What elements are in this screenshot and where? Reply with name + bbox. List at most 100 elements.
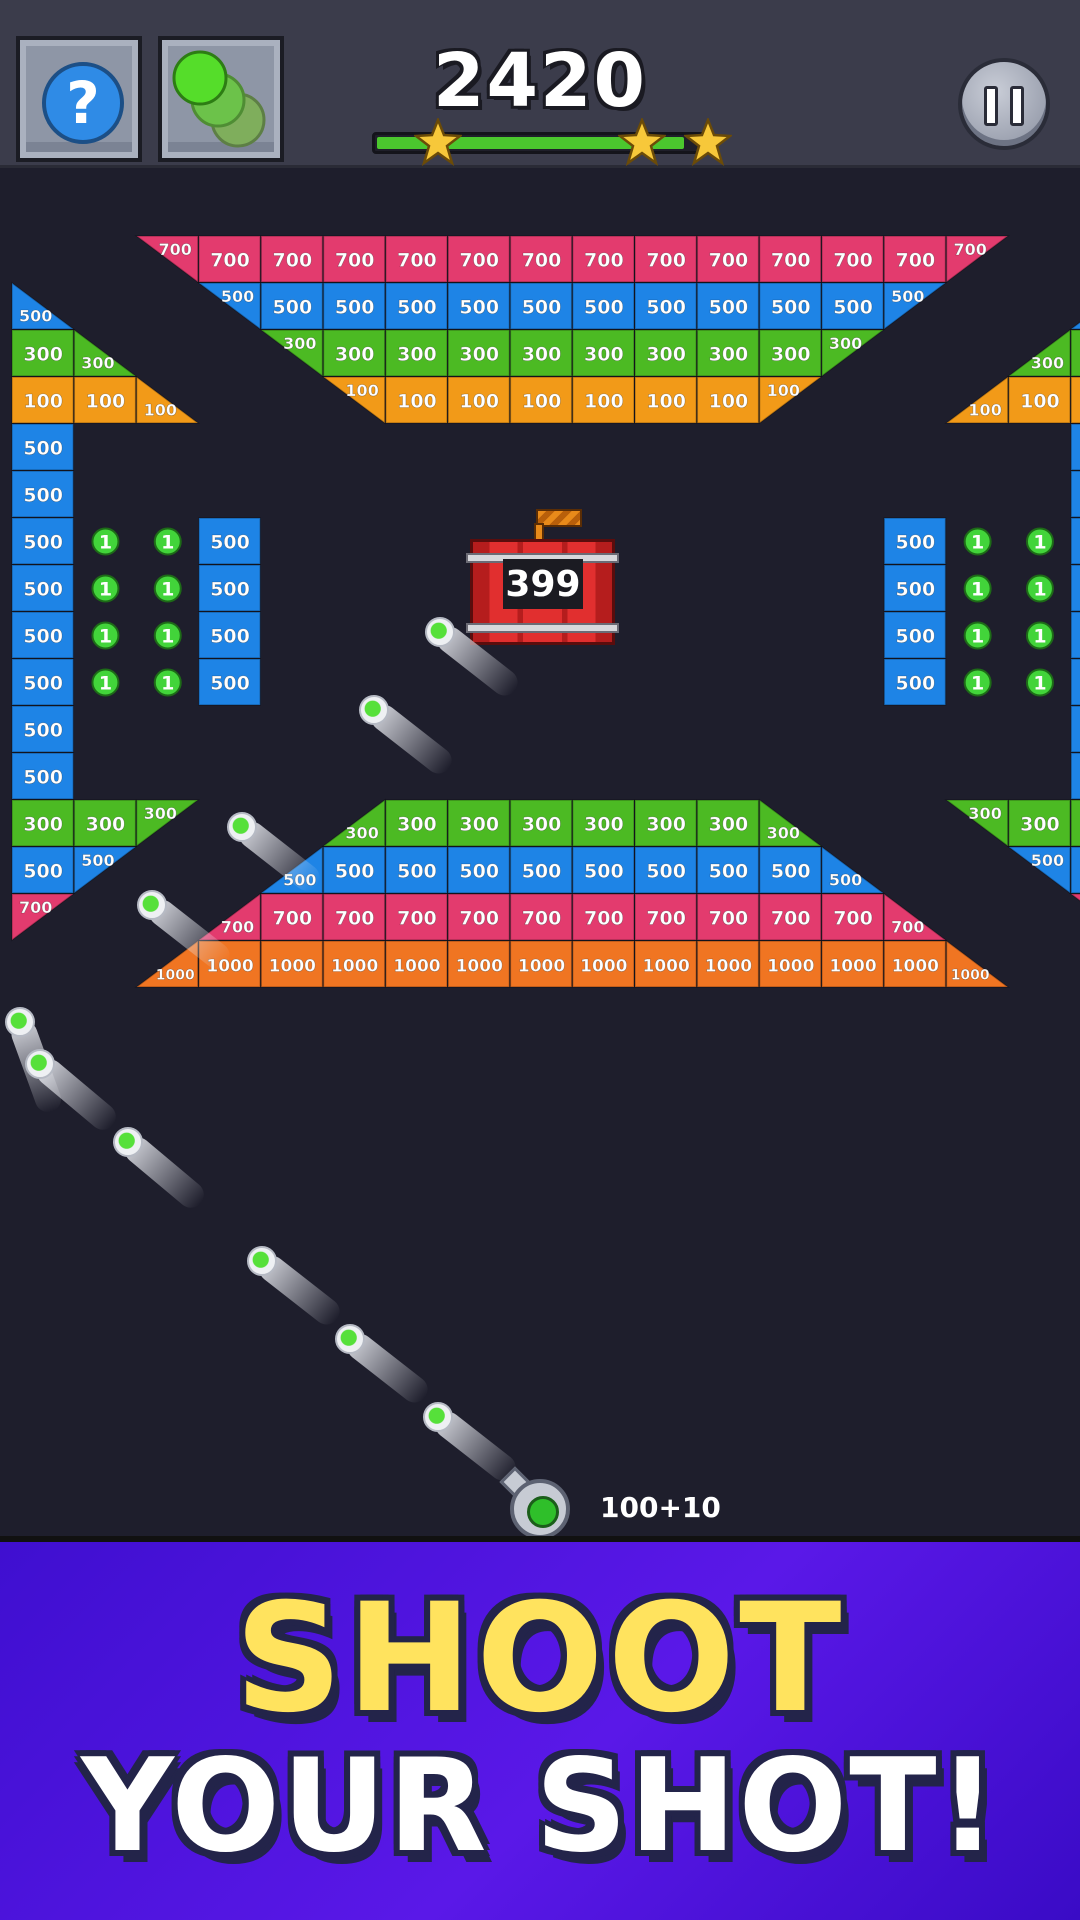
green-balls-icon	[172, 50, 266, 148]
brick-500: 500	[1070, 564, 1080, 612]
brick-300: 300	[1006, 328, 1071, 377]
brick-500: 500	[634, 846, 698, 894]
svg-text:700: 700	[159, 240, 192, 259]
brick-300: 300	[821, 329, 886, 378]
brick-100: 100	[321, 376, 386, 425]
brick-100: 100	[634, 376, 698, 424]
svg-text:1: 1	[161, 579, 174, 601]
svg-text:700: 700	[210, 250, 250, 272]
brick-500: 500	[11, 658, 75, 706]
svg-text:300: 300	[771, 344, 811, 366]
svg-text:1000: 1000	[156, 968, 195, 984]
brick-300: 300	[385, 799, 448, 847]
brick-100: 100	[135, 375, 201, 424]
svg-text:700: 700	[584, 908, 624, 930]
brick-500: 500	[322, 282, 386, 330]
svg-text:700: 700	[833, 908, 873, 930]
svg-text:500: 500	[891, 287, 924, 306]
svg-text:500: 500	[829, 871, 862, 890]
svg-text:300: 300	[767, 824, 800, 843]
svg-text:700: 700	[273, 250, 313, 272]
svg-text:700: 700	[771, 250, 811, 272]
ball-launcher[interactable]	[510, 1479, 570, 1539]
brick-500: 500	[1070, 517, 1080, 565]
brick-500: 500	[509, 846, 573, 894]
brick-700: 700	[322, 893, 386, 941]
brick-100: 100	[1008, 376, 1071, 424]
brick-700: 700	[634, 235, 698, 283]
brick-300: 300	[696, 799, 760, 847]
help-button[interactable]: ?	[16, 36, 142, 162]
star-icon	[618, 118, 666, 166]
brick-100: 100	[571, 376, 635, 424]
svg-text:1000: 1000	[331, 957, 378, 977]
svg-text:100: 100	[522, 391, 562, 413]
brick-300: 300	[1070, 329, 1080, 377]
brick-100: 100	[73, 376, 137, 424]
svg-text:500: 500	[23, 485, 63, 507]
svg-text:700: 700	[646, 908, 686, 930]
svg-text:500: 500	[584, 861, 624, 883]
svg-text:700: 700	[522, 250, 562, 272]
svg-text:100: 100	[345, 381, 378, 400]
brick-700: 700	[883, 235, 947, 283]
svg-text:1: 1	[99, 626, 112, 648]
brick-500: 500	[758, 846, 822, 894]
brick-100: 100	[509, 376, 573, 424]
svg-text:700: 700	[335, 908, 375, 930]
svg-text:1000: 1000	[892, 957, 939, 977]
svg-text:1: 1	[971, 579, 984, 601]
svg-text:500: 500	[335, 297, 375, 319]
brick-700: 700	[196, 892, 261, 941]
brick-500: 500	[1070, 611, 1080, 659]
svg-text:300: 300	[144, 804, 177, 823]
bonus-ball-pickup: 1	[1025, 668, 1054, 697]
brick-500: 500	[1070, 658, 1080, 706]
svg-text:500: 500	[19, 307, 52, 326]
svg-text:500: 500	[23, 626, 63, 648]
brick-500: 500	[447, 282, 511, 330]
brick-700: 700	[385, 235, 448, 283]
svg-text:500: 500	[459, 297, 499, 319]
brick-500: 500	[821, 845, 886, 894]
brick-500: 500	[11, 705, 75, 753]
ball-skins-button[interactable]	[158, 36, 284, 162]
brick-300: 300	[73, 328, 138, 377]
dynamite-hit-counter: 399	[503, 559, 583, 609]
svg-text:500: 500	[584, 297, 624, 319]
svg-text:700: 700	[459, 250, 499, 272]
svg-text:500: 500	[522, 861, 562, 883]
brick-700: 700	[385, 893, 448, 941]
brick-700: 700	[821, 235, 884, 283]
svg-text:100: 100	[968, 401, 1001, 420]
svg-text:1: 1	[971, 532, 984, 554]
brick-300: 300	[11, 329, 75, 377]
svg-text:500: 500	[23, 861, 63, 883]
svg-text:500: 500	[397, 861, 437, 883]
brick-500: 500	[883, 517, 947, 565]
svg-text:500: 500	[896, 579, 936, 601]
brick-1000: 1000	[696, 940, 760, 988]
svg-text:500: 500	[771, 297, 811, 319]
pause-icon	[1010, 86, 1024, 126]
pause-button[interactable]	[958, 58, 1050, 150]
svg-text:1: 1	[161, 532, 174, 554]
bonus-ball-pickup: 1	[153, 621, 182, 650]
brick-500: 500	[758, 282, 822, 330]
svg-text:1: 1	[1033, 673, 1046, 695]
brick-700: 700	[509, 235, 573, 283]
svg-text:300: 300	[283, 334, 316, 353]
pause-icon	[984, 86, 998, 126]
brick-300: 300	[758, 798, 824, 847]
svg-text:700: 700	[397, 908, 437, 930]
svg-text:500: 500	[335, 861, 375, 883]
svg-text:1000: 1000	[456, 957, 503, 977]
brick-500: 500	[1070, 470, 1080, 518]
brick-700: 700	[260, 235, 324, 283]
brick-300: 300	[696, 329, 760, 377]
brick-500: 500	[1006, 846, 1071, 895]
svg-text:500: 500	[646, 861, 686, 883]
ball	[25, 1049, 55, 1079]
brick-500: 500	[11, 423, 75, 471]
